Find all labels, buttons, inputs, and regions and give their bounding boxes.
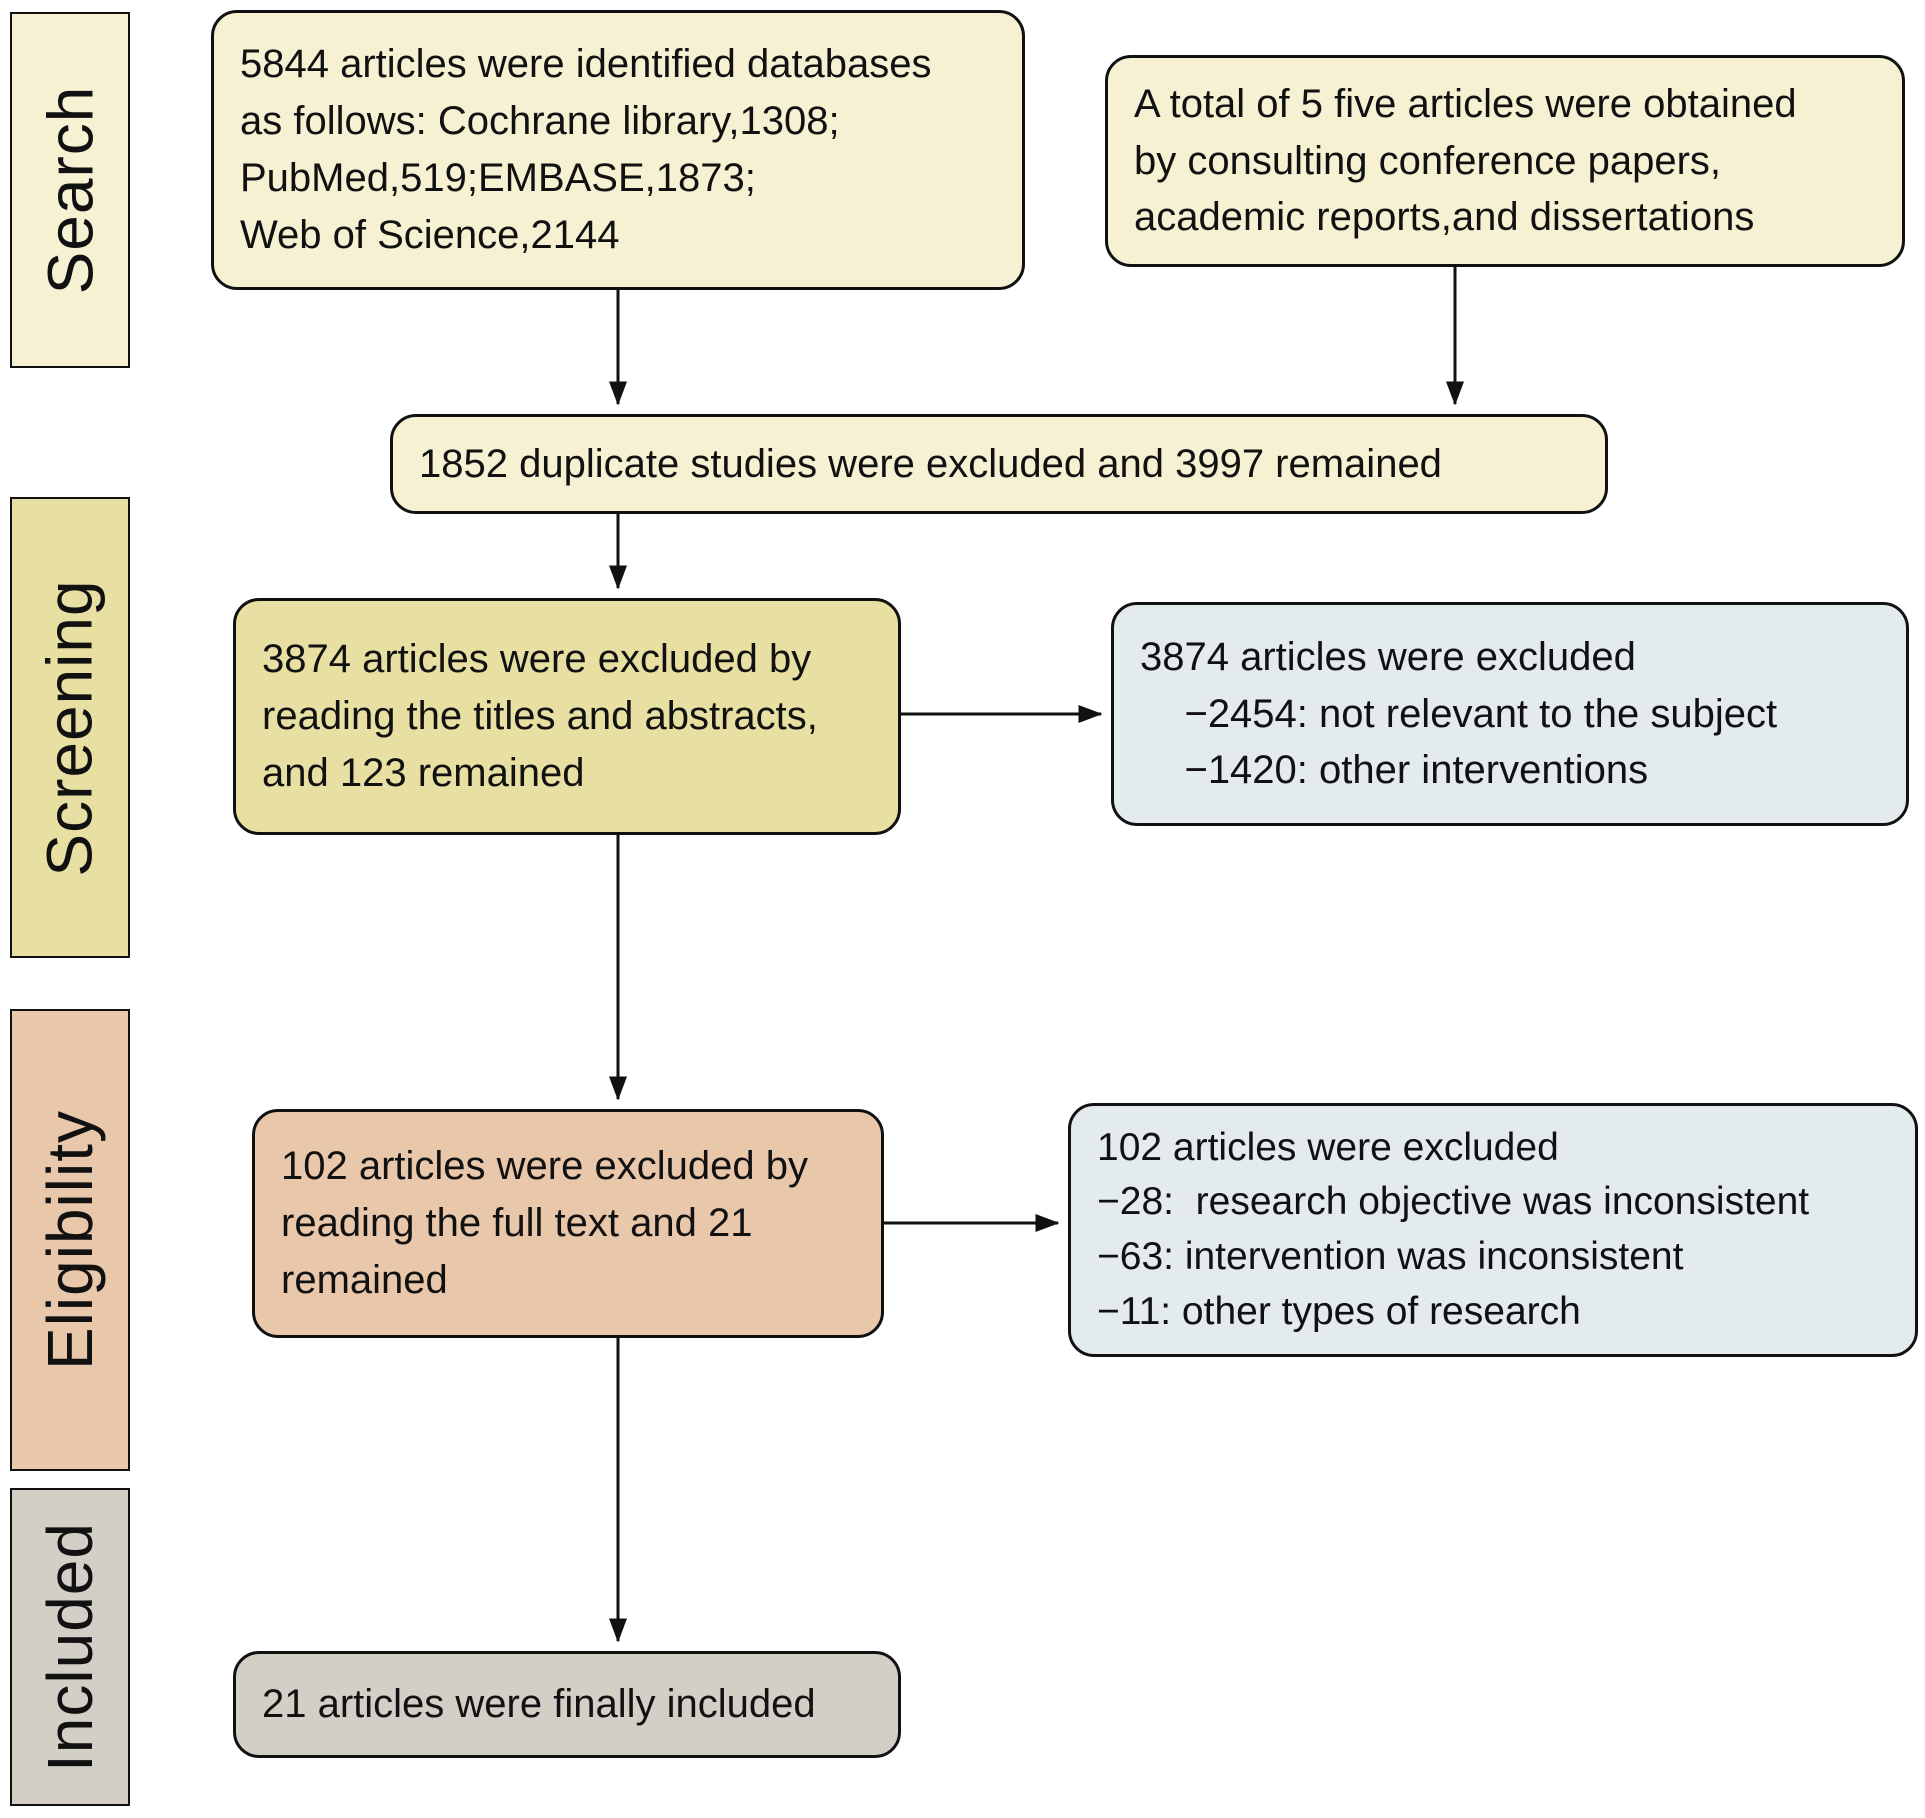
box-screening-excluded-text: 3874 articles were excluded by reading t… (262, 637, 818, 795)
box-fulltext-excluded: 102 articles were excluded by reading th… (252, 1109, 884, 1338)
box-fulltext-exclusion-reasons: 102 articles were excluded −28: research… (1068, 1103, 1918, 1357)
box-duplicates-removed: 1852 duplicate studies were excluded and… (390, 414, 1608, 514)
stage-label-included-text: Included (34, 1522, 106, 1772)
stage-label-included: Included (10, 1488, 130, 1806)
box-duplicates-removed-text: 1852 duplicate studies were excluded and… (419, 441, 1442, 486)
box-screening-exclusion-reasons-text: 3874 articles were excluded −2454: not r… (1140, 634, 1778, 793)
stage-label-screening-text: Screening (34, 578, 106, 877)
box-screening-excluded: 3874 articles were excluded by reading t… (233, 598, 901, 835)
box-screening-exclusion-reasons: 3874 articles were excluded −2454: not r… (1111, 602, 1909, 826)
box-identified-records: 5844 articles were identified databases … (211, 10, 1025, 290)
stage-label-search: Search (10, 12, 130, 368)
box-fulltext-exclusion-reasons-text: 102 articles were excluded −28: research… (1097, 1125, 1810, 1333)
box-final-included: 21 articles were finally included (233, 1651, 901, 1758)
box-final-included-text: 21 articles were finally included (262, 1682, 816, 1727)
box-fulltext-excluded-text: 102 articles were excluded by reading th… (281, 1144, 808, 1302)
stage-label-search-text: Search (34, 85, 106, 295)
stage-label-eligibility-text: Eligibility (34, 1110, 106, 1370)
box-manual-sources-text: A total of 5 five articles were obtained… (1134, 81, 1797, 240)
box-identified-records-text: 5844 articles were identified databases … (240, 42, 932, 257)
stage-label-eligibility: Eligibility (10, 1009, 130, 1471)
stage-label-screening: Screening (10, 497, 130, 958)
box-manual-sources: A total of 5 five articles were obtained… (1105, 55, 1905, 267)
